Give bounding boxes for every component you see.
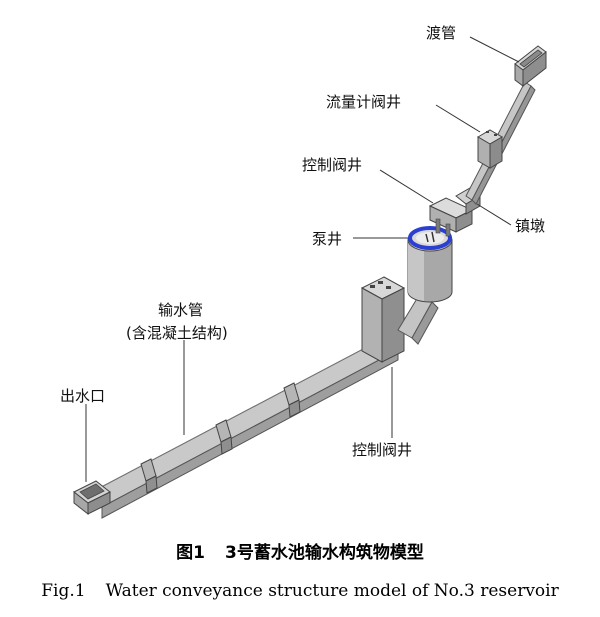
pipe-collar [215,419,233,455]
pipe-collar [140,458,158,494]
pump-well-ring [408,226,452,250]
pipe-collars [140,382,301,494]
structure-model-figure: 渡管 流量计阀井 控制阀井 镇墩 泵井 输水管 (含混凝土结构) 出水口 控制阀… [60,24,547,519]
leader-thrust-block [476,203,512,226]
pump-well [407,226,453,303]
caption-en-number: Fig.1 [41,581,86,601]
label-main-pipe: 输水管 [158,301,203,319]
label-upper-control-valve-well: 控制阀井 [302,156,362,174]
caption-en-title: Water conveyance structure model of No.3… [105,581,559,601]
label-main-pipe-note: (含混凝土结构) [126,324,228,342]
main-pipe [87,337,399,519]
caption-cn-number: 图1 [176,543,205,563]
label-flowmeter-valve-well: 流量计阀井 [326,93,401,111]
lower-control-valve-well [360,276,406,363]
label-du-guan: 渡管 [426,24,456,42]
leader-upper-control-well [379,169,434,204]
pipe-collar [283,382,301,418]
outlet-box [73,480,111,516]
label-pump-well: 泵井 [312,230,342,248]
aqueduct-pipe [514,45,547,88]
leader-flowmeter-well [435,104,481,133]
label-lower-control-valve-well: 控制阀井 [352,441,412,459]
caption-cn-title: 3号蓄水池输水构筑物模型 [225,543,424,563]
leader-lines [85,36,520,482]
upper-control-valve-well [428,197,474,237]
label-outlet: 出水口 [60,387,105,405]
leader-du-guan [469,36,520,63]
figure-caption-english: Fig.1 Water conveyance structure model of… [0,581,600,601]
flowmeter-valve-well [477,129,503,169]
label-thrust-block: 镇墩 [515,217,545,235]
figure-caption-chinese: 图1 3号蓄水池输水构筑物模型 [0,538,600,563]
